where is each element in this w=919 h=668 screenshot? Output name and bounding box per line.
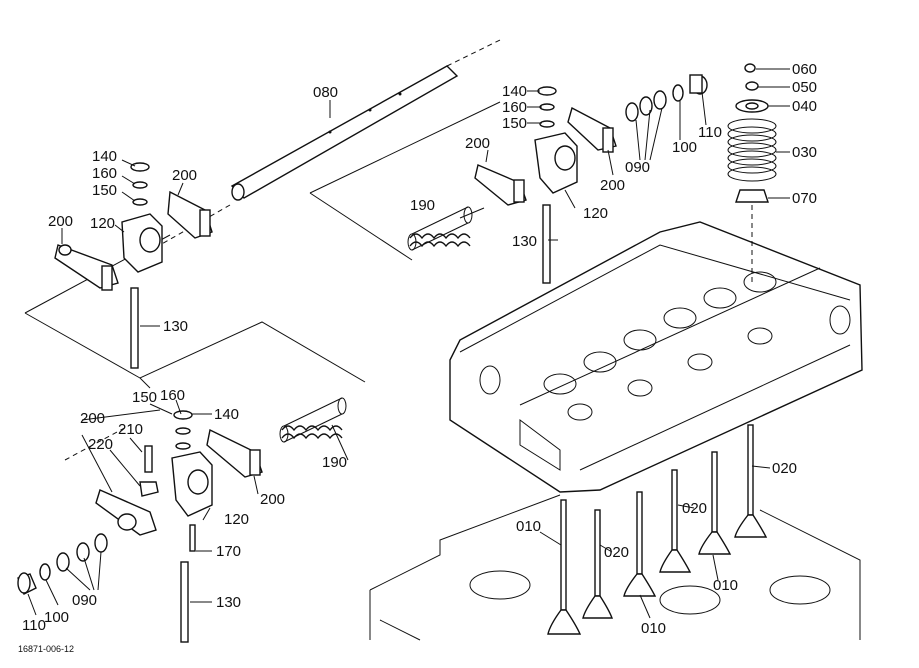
valves (547, 424, 768, 635)
label-200-c: 200 (465, 135, 490, 152)
spring-upper (407, 206, 473, 251)
label-150-a: 150 (92, 182, 117, 199)
label-140-c: 140 (214, 406, 239, 423)
label-200-a: 200 (172, 167, 197, 184)
label-020-b: 020 (682, 500, 707, 517)
label-200-f: 200 (260, 491, 285, 508)
label-070: 070 (792, 190, 817, 207)
label-080: 080 (313, 84, 338, 101)
label-030: 030 (792, 144, 817, 161)
label-200-e: 200 (80, 410, 105, 427)
label-120-a: 120 (90, 215, 115, 232)
label-200-d: 200 (600, 177, 625, 194)
label-190-a: 190 (410, 197, 435, 214)
label-090-b: 090 (72, 592, 97, 609)
label-150-b: 150 (502, 115, 527, 132)
label-110-b: 110 (22, 617, 46, 634)
label-160-c: 160 (160, 387, 185, 404)
leader-lines (27, 68, 790, 619)
label-100-b: 100 (44, 609, 69, 626)
label-160-b: 160 (502, 99, 527, 116)
label-160-a: 160 (92, 165, 117, 182)
label-120-b: 120 (583, 205, 608, 222)
label-090-a: 090 (625, 159, 650, 176)
rocker-assembly-upper-left (54, 162, 213, 369)
rocker-assembly-lower-left (17, 397, 347, 643)
label-040: 040 (792, 98, 817, 115)
label-210: 210 (118, 421, 143, 438)
label-140-b: 140 (502, 83, 527, 100)
valve-spring-stack (727, 63, 777, 285)
label-010-b: 010 (641, 620, 666, 637)
label-170: 170 (216, 543, 241, 560)
label-010-a: 010 (516, 518, 541, 535)
part-labels: 080 140 160 150 200 120 200 130 140 160 … (18, 61, 817, 654)
label-220: 220 (88, 436, 113, 453)
label-130-c: 130 (216, 594, 241, 611)
label-130-b: 130 (512, 233, 537, 250)
label-130-a: 130 (163, 318, 188, 335)
cylinder-head (449, 221, 863, 493)
label-020-c: 020 (772, 460, 797, 477)
label-060: 060 (792, 61, 817, 78)
label-200-b: 200 (48, 213, 73, 230)
rocker-shaft (159, 39, 501, 246)
cylinder-block (369, 494, 861, 641)
label-190-b: 190 (322, 454, 347, 471)
group-outline-left (24, 101, 501, 389)
label-150-c: 150 (132, 389, 157, 406)
label-020-a: 020 (604, 544, 629, 561)
label-140-a: 140 (92, 148, 117, 165)
label-050: 050 (792, 79, 817, 96)
label-100-a: 100 (672, 139, 697, 156)
label-010-c: 010 (713, 577, 738, 594)
label-110-a: 110 (698, 124, 722, 141)
label-120-c: 120 (224, 511, 249, 528)
figure-code: 16871-006-12 (18, 644, 74, 654)
